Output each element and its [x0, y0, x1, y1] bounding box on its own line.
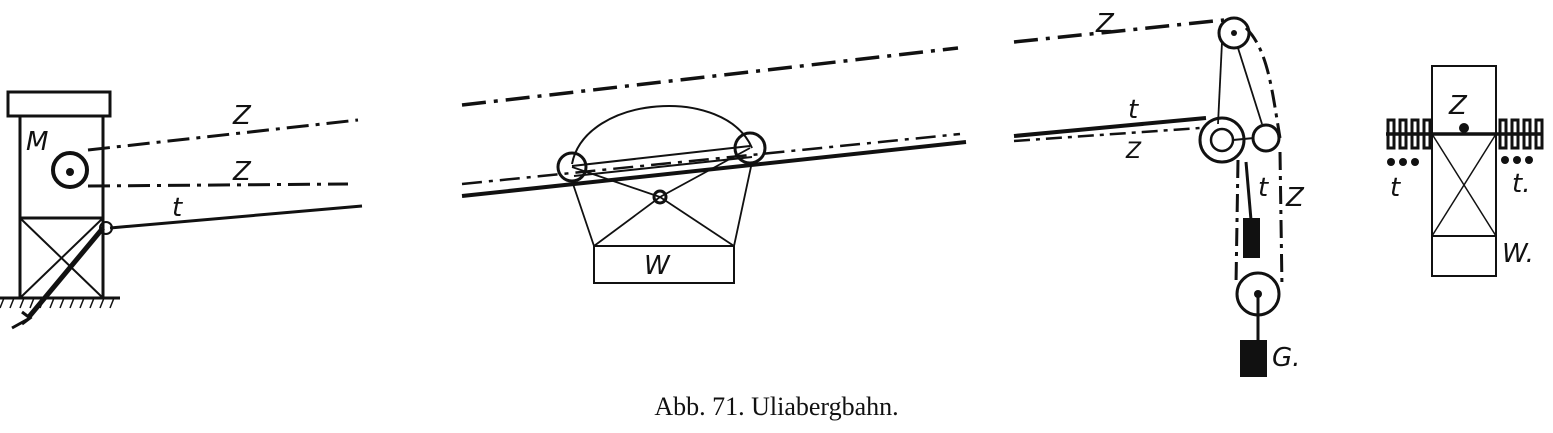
track-rope-right	[1013, 116, 1207, 138]
tension-sheave-inner	[1209, 127, 1235, 153]
upper-haul-rope-middle	[461, 46, 959, 107]
figure-caption: Abb. 71. Uliabergbahn.	[654, 392, 899, 421]
label-rope-top-right: Z	[1095, 9, 1115, 39]
hanger-arc	[571, 105, 753, 165]
label-track-right: t	[1128, 95, 1139, 125]
label-rope-down: Z	[1285, 183, 1305, 213]
frame-line-right	[1237, 47, 1263, 125]
carriage-beam-top	[571, 145, 751, 167]
label-rope-mid-right: Z	[1125, 139, 1142, 164]
track-rope-left	[109, 204, 363, 230]
left-ropes: Z Z t	[87, 101, 363, 230]
motor-sheave	[51, 151, 89, 189]
label-counterweight: G.	[1272, 343, 1300, 373]
tension-sheave-outer	[1198, 116, 1246, 164]
car-section-frame	[1431, 65, 1497, 277]
upper-haul-rope-left	[87, 118, 359, 152]
hanger-strut-2	[659, 147, 751, 198]
counterweight-block	[1240, 340, 1267, 377]
right-wheel-set	[1498, 118, 1544, 150]
track-rope-middle	[461, 140, 967, 198]
anchor-arrow	[11, 310, 33, 330]
frame-line-left	[1217, 41, 1223, 125]
label-track-left: t	[172, 193, 183, 223]
ground-hatching	[0, 297, 115, 309]
label-section-track-right: t.	[1512, 169, 1530, 199]
track-anchor-strut	[26, 226, 105, 320]
car-body	[593, 245, 735, 284]
left-track-ropes	[1387, 158, 1419, 166]
track-weight-block	[1243, 218, 1260, 258]
upper-haul-rope-right	[1013, 18, 1225, 44]
hanger-sides	[571, 161, 753, 247]
station-brace-b	[19, 217, 104, 299]
carriage-beam-bottom	[573, 156, 753, 177]
haul-rope-down-left	[1234, 159, 1240, 285]
motor-sheave-hub	[66, 168, 74, 176]
left-station: M	[0, 90, 120, 330]
station-roof	[6, 90, 112, 118]
haul-rope-down-right	[1278, 151, 1284, 289]
running-wheel-right	[733, 131, 767, 165]
haul-rope-section	[1459, 123, 1469, 133]
car-section-cross-b	[1431, 133, 1497, 237]
lower-haul-rope-left	[87, 182, 349, 188]
label-motor: M	[26, 127, 48, 157]
label-car-weight: W	[644, 251, 671, 281]
right-track-ropes	[1501, 156, 1533, 164]
label-section-rope: Z	[1448, 91, 1468, 121]
cabin: W	[461, 46, 967, 284]
top-sheave-hub	[1231, 30, 1237, 36]
hanger-strut-4	[659, 196, 735, 247]
label-track-down: t	[1258, 173, 1269, 203]
label-section-track-left: t	[1390, 173, 1401, 203]
label-rope-lower-left: Z	[232, 157, 252, 187]
track-rope-down	[1244, 161, 1253, 221]
label-rope-upper-left: Z	[232, 101, 252, 131]
sheave-link	[1232, 137, 1255, 141]
label-section-weight: W.	[1502, 239, 1534, 269]
hanger-pivot	[652, 189, 668, 205]
cross-section: Z t t. W.	[1386, 65, 1544, 277]
hanger-strut-3	[593, 196, 661, 247]
lower-haul-rope-middle	[461, 132, 961, 186]
return-sheave	[1251, 123, 1281, 153]
hanger-strut-1	[571, 166, 661, 198]
haul-rope-over-sheave	[1244, 26, 1282, 139]
right-station: Z t Z t Z G.	[1013, 9, 1305, 377]
left-wheel-set	[1386, 118, 1432, 150]
